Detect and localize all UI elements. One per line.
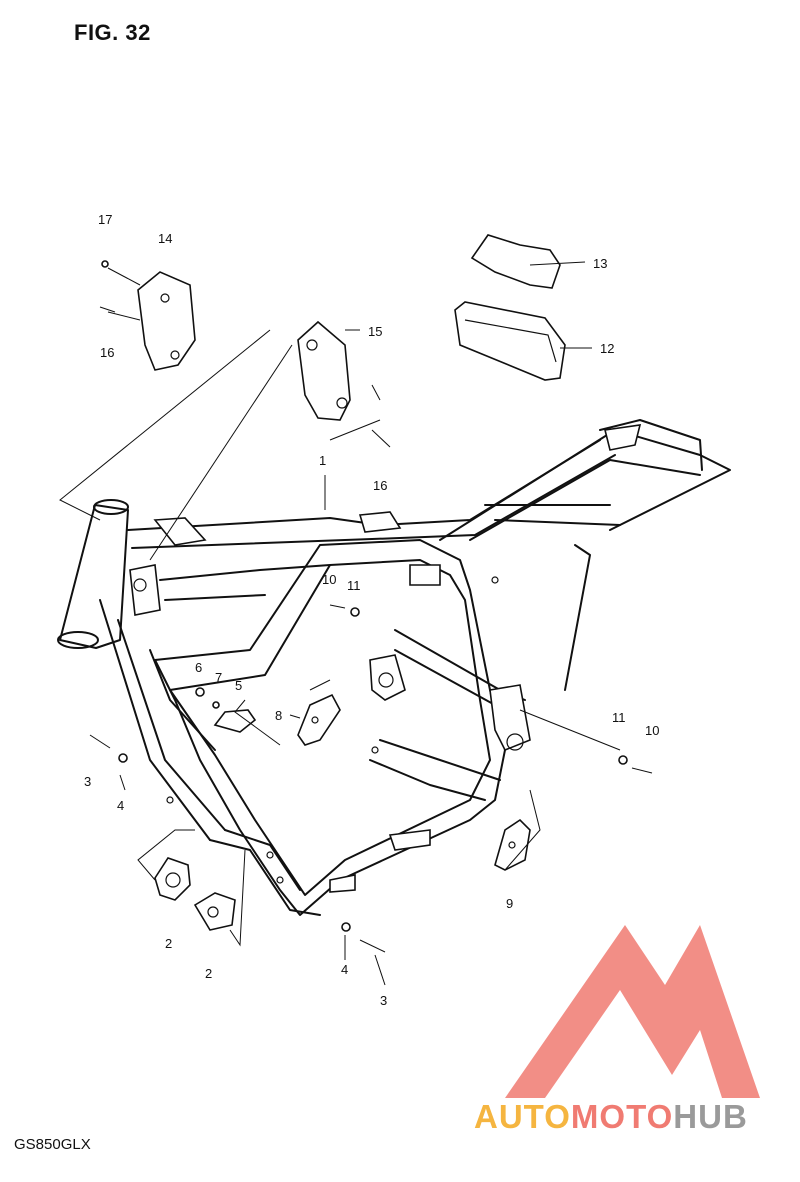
callout-16b: 16 xyxy=(373,478,387,493)
callout-9: 9 xyxy=(506,896,513,911)
callout-7: 7 xyxy=(215,670,222,685)
callout-4b: 4 xyxy=(341,962,348,977)
callout-8: 8 xyxy=(275,708,282,723)
watermark-text: AUTOMOTOHUB xyxy=(474,1098,748,1136)
callout-14: 14 xyxy=(158,231,172,246)
callout-13: 13 xyxy=(593,256,607,271)
callout-5: 5 xyxy=(235,678,242,693)
callout-3a: 3 xyxy=(84,774,91,789)
callout-12: 12 xyxy=(600,341,614,356)
leader-lines xyxy=(59,261,621,986)
battery-case-12 xyxy=(454,301,566,381)
callout-2: 2 xyxy=(165,936,172,951)
figure-title: FIG. 32 xyxy=(74,20,151,45)
callout-16a: 16 xyxy=(100,345,114,360)
plate-9 xyxy=(494,818,531,871)
watermark-part3: HUB xyxy=(673,1098,748,1135)
callout-3b: 3 xyxy=(380,993,387,1008)
callout-17: 17 xyxy=(98,212,112,227)
callout-1: 1 xyxy=(319,453,326,468)
watermark-part2: MOTO xyxy=(570,1098,674,1135)
callout-4a: 4 xyxy=(117,798,124,813)
bracket-15 xyxy=(297,320,351,421)
callout-11a: 11 xyxy=(347,578,361,593)
callouts: 17 14 16 15 16 13 12 1 10 11 6 7 5 8 11 … xyxy=(84,212,659,1008)
plate-8 xyxy=(297,693,341,746)
bracket-14 xyxy=(137,271,196,371)
callout-10b: 10 xyxy=(645,723,659,738)
cover-13 xyxy=(470,234,561,289)
main-frame xyxy=(57,419,731,916)
watermark-logo-icon xyxy=(505,925,760,1098)
plate-5 xyxy=(213,709,257,733)
plate-2 xyxy=(154,857,191,901)
callout-11b: 11 xyxy=(612,710,626,725)
model-code: GS850GLX xyxy=(14,1136,91,1153)
plate-2b xyxy=(193,892,236,931)
callout-6: 6 xyxy=(195,660,202,675)
callout-10a: 10 xyxy=(322,572,336,587)
callout-2b: 2 xyxy=(205,966,212,981)
bolts xyxy=(89,260,653,953)
watermark-part1: AUTO xyxy=(474,1098,571,1135)
callout-15: 15 xyxy=(368,324,382,339)
